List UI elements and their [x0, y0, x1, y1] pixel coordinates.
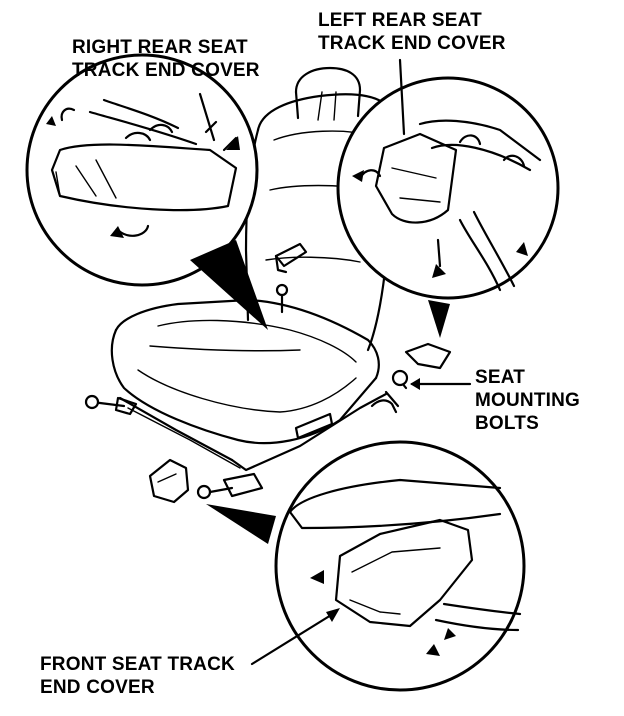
front-seat-track-end-cover-label: FRONT SEAT TRACK END COVER — [40, 653, 235, 699]
pointer-right-rear — [190, 240, 268, 330]
seat-frame — [118, 392, 398, 498]
bolts-label-line-1: SEAT — [475, 367, 526, 388]
magnifier-right-rear — [25, 53, 259, 287]
headrest — [294, 66, 362, 121]
magnifier-front — [274, 440, 526, 692]
left-rear-label-line-1: LEFT REAR SEAT — [318, 10, 482, 31]
seat-mounting-bolts-label: SEAT MOUNTING BOLTS — [475, 366, 580, 435]
seat-mounting-bolt-left — [84, 394, 138, 416]
center-cover-part — [274, 242, 308, 314]
bolts-label-line-3: BOLTS — [475, 413, 539, 434]
pointer-front — [206, 504, 276, 544]
right-side-cover-part — [404, 342, 452, 370]
leader-front-cover — [250, 610, 338, 666]
pointer-left-rear — [428, 300, 450, 338]
left-rear-label-line-2: TRACK END COVER — [318, 33, 506, 54]
seat-mounting-bolt-front — [196, 484, 234, 500]
magnifier-left-rear — [336, 58, 560, 300]
front-label-line-1: FRONT SEAT TRACK — [40, 654, 235, 675]
bolts-label-line-2: MOUNTING — [475, 390, 581, 411]
left-rear-seat-track-end-cover-label: LEFT REAR SEAT TRACK END COVER — [318, 9, 506, 55]
seat-mounting-bolt-right — [384, 369, 409, 408]
front-label-line-2: END COVER — [40, 677, 155, 698]
right-rear-label-line-2: TRACK END COVER — [72, 60, 260, 81]
right-rear-label-line-1: RIGHT REAR SEAT — [72, 37, 248, 58]
front-loose-cover-part — [148, 458, 190, 504]
right-rear-seat-track-end-cover-label: RIGHT REAR SEAT TRACK END COVER — [72, 36, 260, 82]
